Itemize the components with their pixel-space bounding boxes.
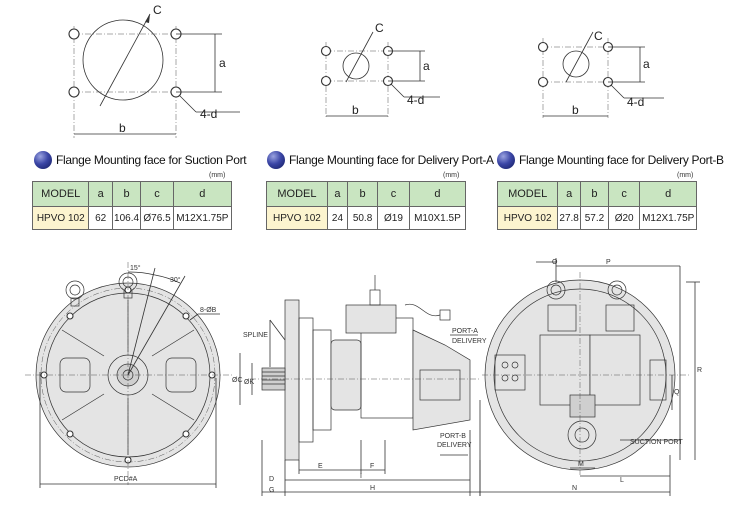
table-title: Flange Mounting face for Suction Port <box>56 153 247 167</box>
suction-port-label: SUCTION PORT <box>630 439 683 446</box>
spec-table-port-b: MODEL a b c d HPVO 102 27.8 57.2 Ø20 M12… <box>496 181 697 230</box>
bolt-hole-label: 8-ØB <box>200 307 217 314</box>
unit-label: (mm) <box>209 172 226 179</box>
dim-p-label: P <box>606 259 611 266</box>
spline-label: SPLINE <box>243 332 268 339</box>
dim-l-label: L <box>620 477 624 484</box>
unit-label: (mm) <box>443 172 460 179</box>
model-cell: HPVO 102 <box>496 206 559 230</box>
dim-b-label: b <box>119 121 126 135</box>
pump-front-view: 15° 30° 8-ØB PCD#A <box>25 262 232 488</box>
dim-holes-label: 4-d <box>407 93 424 107</box>
value-cell: 57.2 <box>579 206 609 230</box>
port-b-label: PORT-B <box>440 433 466 440</box>
bolt-hole <box>320 75 332 87</box>
bullet-icon <box>267 151 285 169</box>
value-cell: M12X1.75P <box>639 206 697 230</box>
value-cell: 27.8 <box>557 206 581 230</box>
dim-d-label: D <box>269 476 274 483</box>
value-cell: 62 <box>88 206 113 230</box>
dim-b-label: b <box>352 103 359 117</box>
port-b-delivery-label: DELIVERY <box>437 442 472 449</box>
dim-r-label: R <box>697 367 702 374</box>
table-title: Flange Mounting face for Delivery Port-A <box>289 153 494 167</box>
spec-table-port-a: MODEL a b c d HPVO 102 24 50.8 Ø19 M10X1… <box>266 181 467 230</box>
dim-a-label: a <box>423 59 430 73</box>
value-cell: 50.8 <box>347 206 379 230</box>
section-title-port-b: Flange Mounting face for Delivery Port-B <box>497 151 724 169</box>
flange-diagram-port-b: C a b 4-d <box>537 29 664 118</box>
bolt-hole <box>68 28 80 40</box>
header-cell: d <box>639 181 697 207</box>
dim-a-label: a <box>219 56 226 70</box>
dim-q-label: Q <box>674 389 680 396</box>
header-cell: b <box>111 181 142 207</box>
header-cell: b <box>347 181 379 207</box>
dim-g-label: G <box>269 487 274 494</box>
section-title-port-a: Flange Mounting face for Delivery Port-A <box>267 151 494 169</box>
dim-holes-label: 4-d <box>627 95 644 109</box>
bolt-hole <box>537 76 549 88</box>
header-cell: MODEL <box>266 181 328 207</box>
bolt-hole <box>68 86 80 98</box>
flange-diagram-suction: C a b 4-d <box>68 3 240 138</box>
dim-e-label: E <box>318 463 323 470</box>
table-row: HPVO 102 24 50.8 Ø19 M10X1.5P <box>266 206 467 230</box>
dim-i-label: I <box>360 473 362 480</box>
dim-h-label: H <box>370 485 375 492</box>
value-cell: Ø20 <box>607 206 641 230</box>
table-header-row: MODEL a b c d <box>266 181 467 207</box>
angle-15-label: 15° <box>130 264 141 272</box>
bolt-hole <box>320 45 332 57</box>
header-cell: c <box>140 181 174 207</box>
header-cell: a <box>557 181 581 207</box>
dim-a-label: a <box>643 57 650 71</box>
unit-label: (mm) <box>677 172 694 179</box>
dim-f-label: F <box>370 463 374 470</box>
dim-c-label: C <box>594 29 603 43</box>
table-header-row: MODEL a b c d <box>31 181 233 207</box>
bolt-hole <box>537 41 549 53</box>
pump-side-view: SPLINE ØC ØK PORT-A DELIVERY PORT-B DELI… <box>232 275 487 496</box>
header-cell: a <box>88 181 113 207</box>
dim-m-label: M <box>578 461 584 468</box>
bullet-icon <box>34 151 52 169</box>
table-title: Flange Mounting face for Delivery Port-B <box>519 153 724 167</box>
angle-30-label: 30° <box>170 276 181 284</box>
value-cell: Ø76.5 <box>140 206 174 230</box>
table-row: HPVO 102 27.8 57.2 Ø20 M12X1.75P <box>496 206 697 230</box>
dim-holes-label: 4-d <box>200 107 217 121</box>
value-cell: M12X1.75P <box>172 206 233 230</box>
header-cell: d <box>172 181 233 207</box>
table-row: HPVO 102 62 106.4 Ø76.5 M12X1.75P <box>31 206 233 230</box>
dim-c-label: C <box>375 21 384 35</box>
dim-c-label: C <box>153 3 162 17</box>
bullet-icon <box>497 151 515 169</box>
flange-diagrams: C a b 4-d C a b 4-d <box>68 3 664 138</box>
value-cell: 24 <box>326 206 349 230</box>
model-cell: HPVO 102 <box>31 206 90 230</box>
pcd-label: PCD#A <box>114 476 138 483</box>
section-title-suction: Flange Mounting face for Suction Port <box>34 151 247 169</box>
header-cell: c <box>607 181 641 207</box>
dim-o-label: O <box>552 259 558 266</box>
value-cell: Ø19 <box>377 206 410 230</box>
dim-n-label: N <box>572 485 577 492</box>
flange-diagram-port-a: C a b 4-d <box>320 21 440 118</box>
value-cell: M10X1.5P <box>408 206 467 230</box>
model-cell: HPVO 102 <box>266 206 328 230</box>
table-header-row: MODEL a b c d <box>496 181 697 207</box>
header-cell: b <box>579 181 609 207</box>
spec-table-suction: MODEL a b c d HPVO 102 62 106.4 Ø76.5 M1… <box>31 181 233 230</box>
dim-b-label: b <box>572 103 579 117</box>
header-cell: a <box>326 181 349 207</box>
dia-c-label: ØC <box>232 377 243 384</box>
pump-rear-view: O P R Q SUCTION PORT M L N <box>479 258 702 496</box>
dia-k-label: ØK <box>244 379 254 386</box>
header-cell: MODEL <box>496 181 559 207</box>
port-a-delivery-label: DELIVERY <box>452 338 487 345</box>
header-cell: c <box>377 181 410 207</box>
port-a-label: PORT-A <box>452 328 478 335</box>
